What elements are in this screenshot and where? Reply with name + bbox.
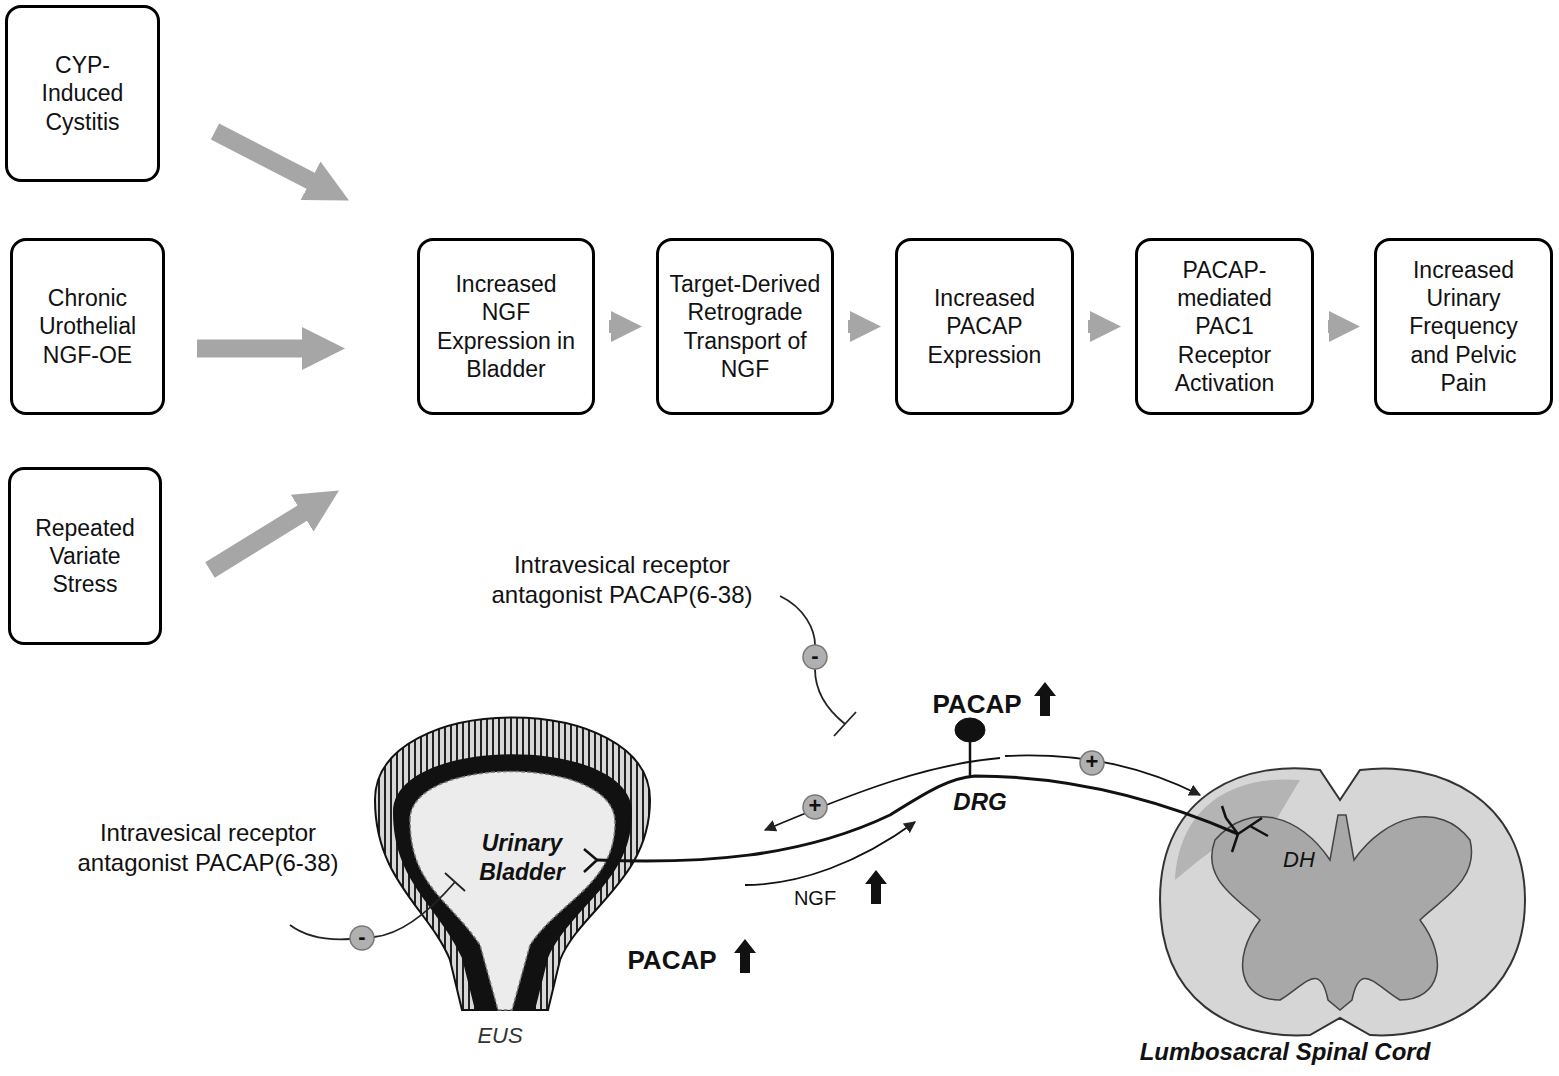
diagram-label: - (811, 642, 818, 670)
box-text: Target-Derived Retrograde Transport of N… (669, 270, 821, 382)
process-box: Increased Urinary Frequency and Pelvic P… (1374, 238, 1553, 415)
spinal-cord (1160, 768, 1525, 1035)
diagram-label: PACAP (932, 688, 1021, 721)
annotation-label: Intravesical receptor antagonist PACAP(6… (73, 818, 343, 878)
diagram-label: + (1086, 748, 1099, 776)
flow-arrow (609, 320, 614, 333)
process-box: Chronic Urothelial NGF-OE (10, 238, 165, 415)
diagram-label: DRG (953, 787, 1006, 817)
process-box: Increased NGF Expression in Bladder (417, 238, 595, 415)
process-box: Increased PACAP Expression (895, 238, 1074, 415)
flow-arrow (197, 340, 306, 358)
process-box: Target-Derived Retrograde Transport of N… (656, 238, 834, 415)
box-text: Increased PACAP Expression (908, 284, 1061, 368)
box-text: PACAP-mediated PAC1 Receptor Activation (1148, 256, 1301, 396)
flow-arrow (215, 132, 314, 183)
sign-circle (350, 645, 1104, 950)
process-box: PACAP-mediated PAC1 Receptor Activation (1135, 238, 1314, 415)
annotation-label: Urinary Bladder (467, 829, 577, 887)
box-text: Repeated Variate Stress (21, 514, 149, 598)
process-box: CYP-Induced Cystitis (5, 5, 160, 182)
box-text: Increased NGF Expression in Bladder (430, 270, 582, 382)
diagram-label: - (358, 923, 365, 951)
diagram-label: Lumbosacral Spinal Cord (1140, 1037, 1431, 1067)
flow-arrow (1328, 320, 1332, 333)
flow-arrow (848, 320, 853, 333)
diagram-label: + (809, 792, 822, 820)
diagram-label: PACAP (627, 944, 716, 977)
urinary-bladder (375, 718, 650, 1011)
diagram-label: DH (1283, 846, 1315, 874)
diagram-label: NGF (794, 886, 836, 911)
box-text: CYP-Induced Cystitis (18, 51, 147, 135)
increase-arrow (734, 682, 1056, 973)
annotation-label: Intravesical receptor antagonist PACAP(6… (477, 550, 767, 610)
box-text: Increased Urinary Frequency and Pelvic P… (1387, 256, 1540, 396)
flow-arrow (210, 511, 306, 570)
box-text: Chronic Urothelial NGF-OE (23, 284, 152, 368)
flow-arrow (1088, 320, 1093, 333)
inhibition-leader (290, 596, 856, 939)
process-box: Repeated Variate Stress (8, 467, 162, 645)
diagram-label: EUS (477, 1022, 522, 1050)
afferent-nerve (584, 718, 1268, 885)
